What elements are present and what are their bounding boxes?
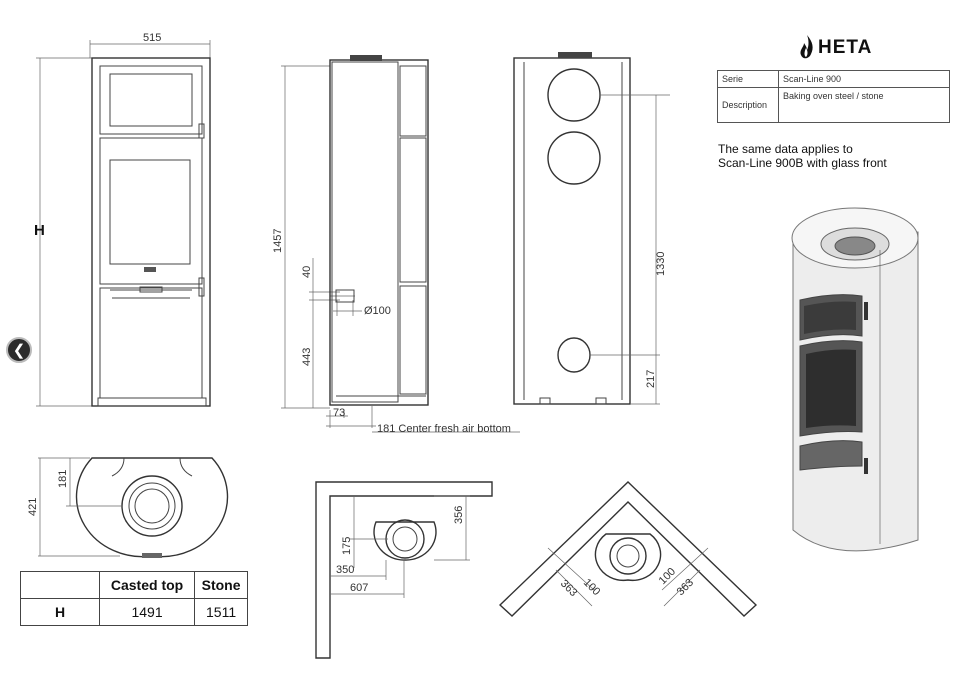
3d-door-handle-bottom xyxy=(864,458,868,474)
header-cell-casted-top: Casted top xyxy=(98,571,196,599)
brand-badge xyxy=(144,267,156,272)
back-view: 1330 217 xyxy=(513,52,670,405)
header-cell-stone: Stone xyxy=(194,571,248,599)
wall-350-label: 350 xyxy=(336,564,354,576)
height-table: Casted top Stone H 1491 1511 xyxy=(20,571,248,626)
corner-363-right-label: 363 xyxy=(675,577,696,598)
corner-100-left-label: 100 xyxy=(581,577,602,598)
corner-363-left-label: 363 xyxy=(558,578,579,599)
chevron-left-icon[interactable]: ❮ xyxy=(6,337,32,363)
top-view: 421 181 xyxy=(27,457,229,558)
back-low-label: 217 xyxy=(645,370,657,388)
serie-value: Scan-Line 900 xyxy=(778,70,950,88)
value-stone: 1511 xyxy=(194,598,248,626)
wall-175-label: 175 xyxy=(341,537,353,555)
side-view: 1457 40 443 Ø100 73 181 Center fresh air… xyxy=(272,55,520,435)
side-offset-label: 40 xyxy=(301,266,313,278)
side-air-height-label: 443 xyxy=(301,348,313,366)
side-total-height-label: 1457 xyxy=(272,229,284,253)
row-label-h: H xyxy=(20,598,100,626)
heta-logo: HETA xyxy=(798,34,872,62)
wall-356-label: 356 xyxy=(453,506,465,524)
top-view-foot xyxy=(142,553,162,558)
serie-label: Serie xyxy=(717,70,779,88)
stove-3d-illustration xyxy=(791,207,919,552)
height-table-row: H 1491 1511 xyxy=(20,598,248,626)
top-depth-label: 421 xyxy=(27,498,39,516)
side-depth-label: 73 xyxy=(333,407,345,419)
description-value: Baking oven steel / stone xyxy=(778,87,950,123)
value-casted-top: 1491 xyxy=(98,598,196,626)
corner-100-right-label: 100 xyxy=(657,566,678,587)
corner-placement-view: 100 100 363 363 xyxy=(498,481,758,617)
fresh-air-note: 181 Center fresh air bottom xyxy=(377,423,511,435)
side-diameter-label: Ø100 xyxy=(364,305,391,317)
header-cell-empty xyxy=(20,571,100,599)
logo-text: HETA xyxy=(818,37,873,58)
height-table-header: Casted top Stone xyxy=(20,571,248,599)
front-height-label: H xyxy=(34,222,45,239)
spec-row-description: Description Baking oven steel / stone xyxy=(717,87,950,123)
3d-door-handle-top xyxy=(864,302,868,320)
top-offset-label: 181 xyxy=(57,470,69,488)
wall-placement-view: 356 175 350 607 xyxy=(315,481,493,659)
front-view: 515 H xyxy=(34,32,211,407)
flue-outlet xyxy=(350,55,382,61)
spec-row-serie: Serie Scan-Line 900 xyxy=(717,70,950,88)
applies-note: The same data applies to Scan-Line 900B … xyxy=(718,142,887,170)
spec-table: Serie Scan-Line 900 Description Baking o… xyxy=(717,70,950,123)
note-line-1: The same data applies to xyxy=(718,142,853,156)
flame-icon xyxy=(800,35,813,59)
wall-607-label: 607 xyxy=(350,582,368,594)
back-height-label: 1330 xyxy=(655,252,667,276)
front-width-label: 515 xyxy=(143,32,161,44)
back-flue-outlet xyxy=(558,52,592,58)
note-line-2: Scan-Line 900B with glass front xyxy=(718,156,887,170)
description-label: Description xyxy=(717,87,779,123)
